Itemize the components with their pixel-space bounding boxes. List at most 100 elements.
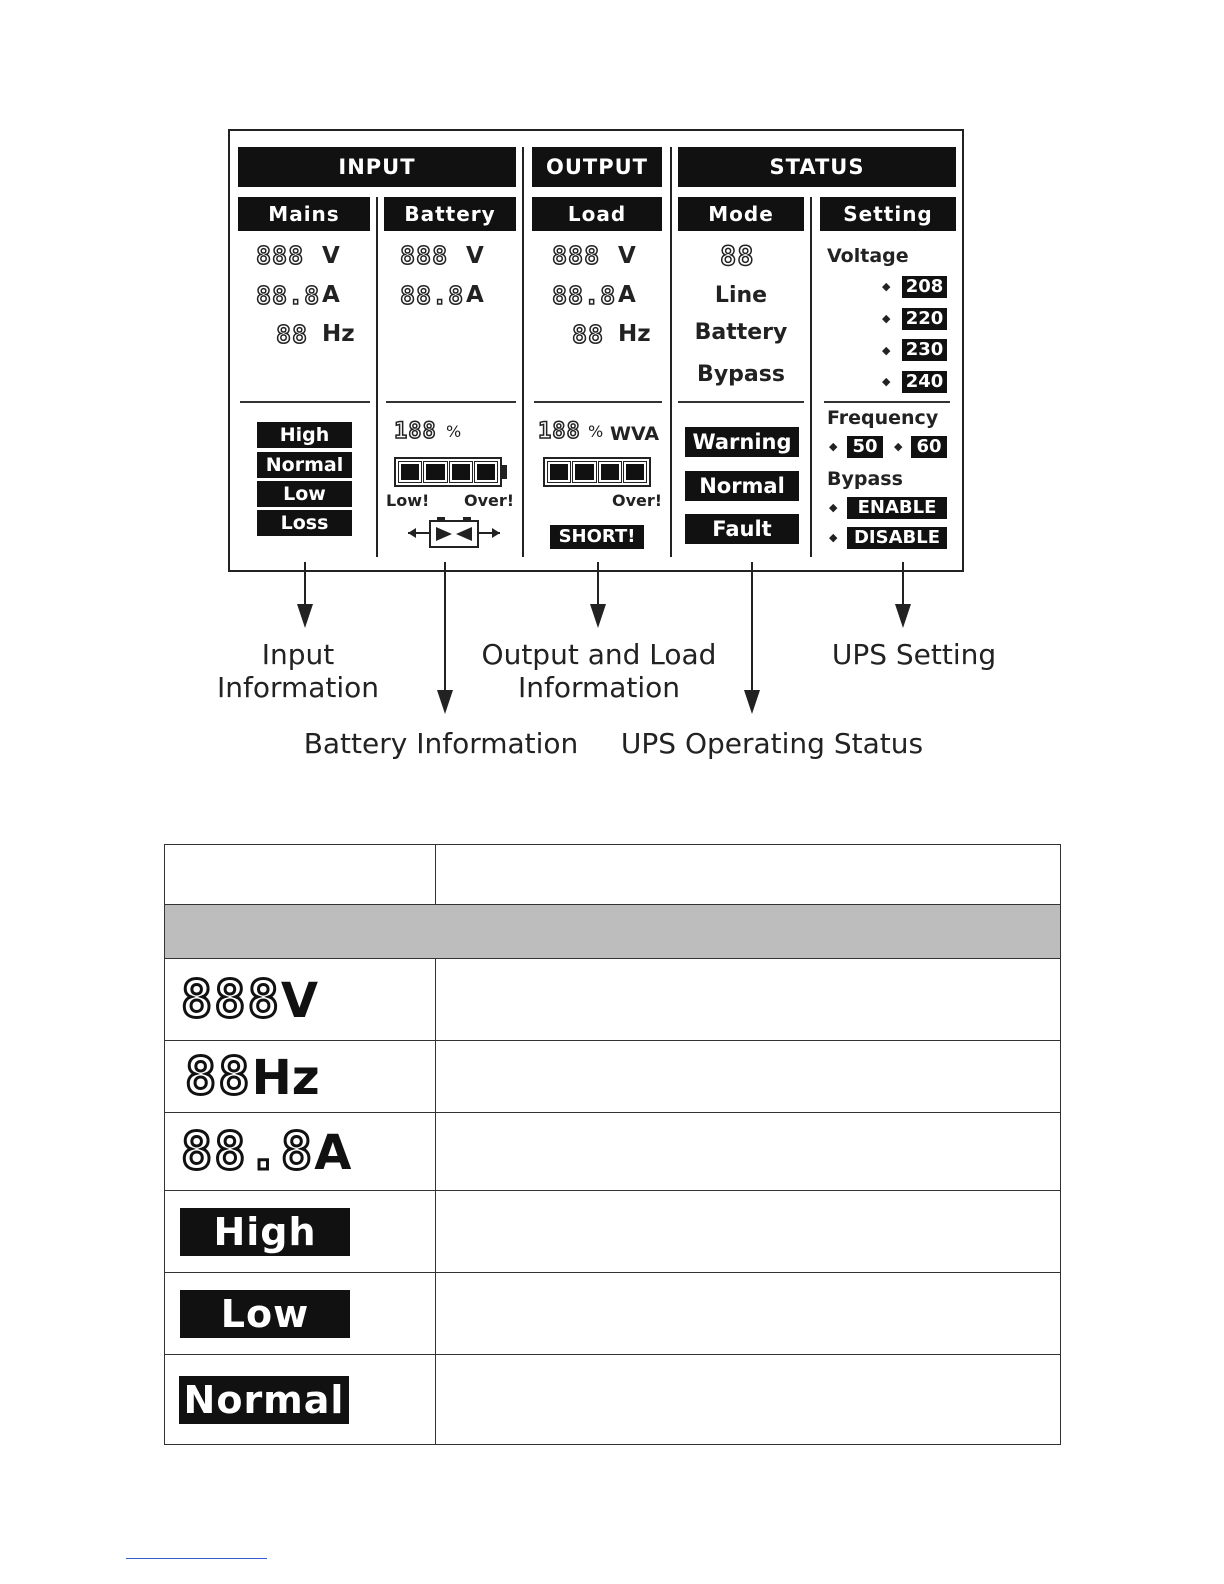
battery-percent-unit: % — [446, 422, 462, 441]
mains-voltage-digits: 888 — [255, 240, 305, 271]
low-symbol-label: Low — [180, 1289, 350, 1338]
table-section-row — [164, 904, 1061, 959]
table-row: Low — [164, 1272, 1061, 1355]
load-subheader: Load — [532, 197, 662, 231]
caption-line: Input — [261, 638, 335, 671]
battery-information-caption: Battery Information — [303, 727, 579, 760]
warning-label: Warning — [685, 427, 799, 457]
diamond-icon: ◆ — [894, 440, 903, 453]
current-symbol-digits: 88.8 — [179, 1120, 315, 1183]
table-header-cell — [435, 844, 1061, 905]
divider — [376, 197, 378, 557]
status-header: STATUS — [678, 147, 956, 187]
input-header: INPUT — [238, 147, 516, 187]
ups-setting-caption: UPS Setting — [831, 638, 997, 671]
divider — [522, 147, 524, 557]
frequency-option-60: 60 — [911, 436, 947, 458]
mains-current-unit: A — [322, 282, 340, 308]
footnote-rule — [126, 1558, 267, 1559]
load-voltage-digits: 888 — [551, 240, 601, 271]
table-row: 88Hz — [164, 1040, 1061, 1113]
table-row: 888V — [164, 958, 1061, 1041]
diamond-icon: ◆ — [829, 501, 838, 514]
divider — [670, 147, 672, 557]
symbol-cell: 888V — [164, 958, 436, 1041]
display-function-table: 888V 88Hz 88.8A High Low Normal — [164, 844, 1061, 1445]
caption-line: Information — [216, 671, 380, 704]
load-over-label: Over! — [612, 491, 663, 510]
description-cell — [435, 958, 1061, 1041]
symbol-cell: 88.8A — [164, 1112, 436, 1191]
load-cell — [546, 461, 572, 483]
normal-symbol-label: Normal — [179, 1375, 349, 1424]
table-header-cell — [164, 844, 436, 905]
divider — [386, 401, 516, 403]
battery-voltage-digits: 888 — [399, 240, 449, 271]
diamond-icon: ◆ — [882, 312, 891, 325]
divider — [810, 197, 812, 557]
load-voltage-unit: V — [618, 243, 636, 269]
table-row: High — [164, 1190, 1061, 1273]
voltage-symbol-unit: V — [280, 972, 319, 1029]
load-frequency-unit: Hz — [618, 321, 651, 347]
diamond-icon: ◆ — [829, 440, 838, 453]
voltage-option-208: 208 — [902, 276, 947, 298]
bypass-enable-option: ENABLE — [847, 497, 947, 519]
load-current-digits: 88.8 — [551, 280, 617, 311]
mode-bypass: Bypass — [697, 362, 785, 387]
short-label: SHORT! — [550, 525, 644, 549]
divider — [534, 401, 662, 403]
voltage-setting-label: Voltage — [827, 245, 909, 267]
load-percent-digits: 188 — [537, 418, 581, 445]
description-cell — [435, 1272, 1061, 1355]
divider — [824, 401, 950, 403]
symbol-cell: Low — [164, 1272, 436, 1355]
table-header-row — [164, 844, 1061, 905]
battery-level-bar — [394, 457, 502, 487]
setting-subheader: Setting — [820, 197, 956, 231]
symbol-cell: 88Hz — [164, 1040, 436, 1113]
output-load-information-caption: Output and Load Information — [462, 638, 736, 704]
mode-line: Line — [714, 283, 768, 308]
frequency-symbol-unit: Hz — [251, 1049, 320, 1106]
callout-arrows — [297, 562, 911, 714]
battery-current-digits: 88.8 — [399, 280, 465, 311]
mains-loss-label: Loss — [257, 510, 352, 536]
load-level-bar — [543, 457, 651, 487]
symbol-cell: High — [164, 1190, 436, 1273]
description-cell — [435, 1354, 1061, 1445]
diamond-icon: ◆ — [829, 531, 838, 544]
battery-voltage-unit: V — [466, 243, 484, 269]
high-symbol-label: High — [180, 1207, 350, 1256]
mode-subheader: Mode — [678, 197, 804, 231]
diamond-icon: ◆ — [882, 280, 891, 293]
mode-battery: Battery — [694, 320, 788, 345]
battery-cell — [397, 461, 423, 483]
mains-frequency-digits: 88 — [275, 319, 309, 350]
voltage-option-230: 230 — [902, 339, 947, 361]
mains-subheader: Mains — [238, 197, 370, 231]
voltage-option-220: 220 — [902, 308, 947, 330]
battery-terminal — [502, 465, 507, 479]
output-header: OUTPUT — [532, 147, 662, 187]
load-percent-unit: % — [588, 422, 604, 441]
frequency-setting-label: Frequency — [827, 407, 939, 429]
battery-cell — [473, 461, 499, 483]
status-normal-label: Normal — [685, 471, 799, 501]
description-cell — [435, 1190, 1061, 1273]
mode-digits: 88 — [719, 240, 755, 273]
mains-current-digits: 88.8 — [255, 280, 321, 311]
battery-percent-digits: 188 — [393, 418, 437, 445]
diamond-icon: ◆ — [882, 375, 891, 388]
battery-cell — [423, 461, 448, 483]
frequency-symbol-digits: 88 — [184, 1045, 252, 1108]
divider — [678, 401, 804, 403]
fault-label: Fault — [685, 514, 799, 544]
bypass-disable-option: DISABLE — [847, 527, 947, 549]
load-frequency-digits: 88 — [571, 319, 605, 350]
diamond-icon: ◆ — [882, 344, 891, 357]
mains-low-label: Low — [257, 481, 352, 507]
battery-cell — [448, 461, 473, 483]
battery-subheader: Battery — [384, 197, 516, 231]
divider — [240, 401, 370, 403]
